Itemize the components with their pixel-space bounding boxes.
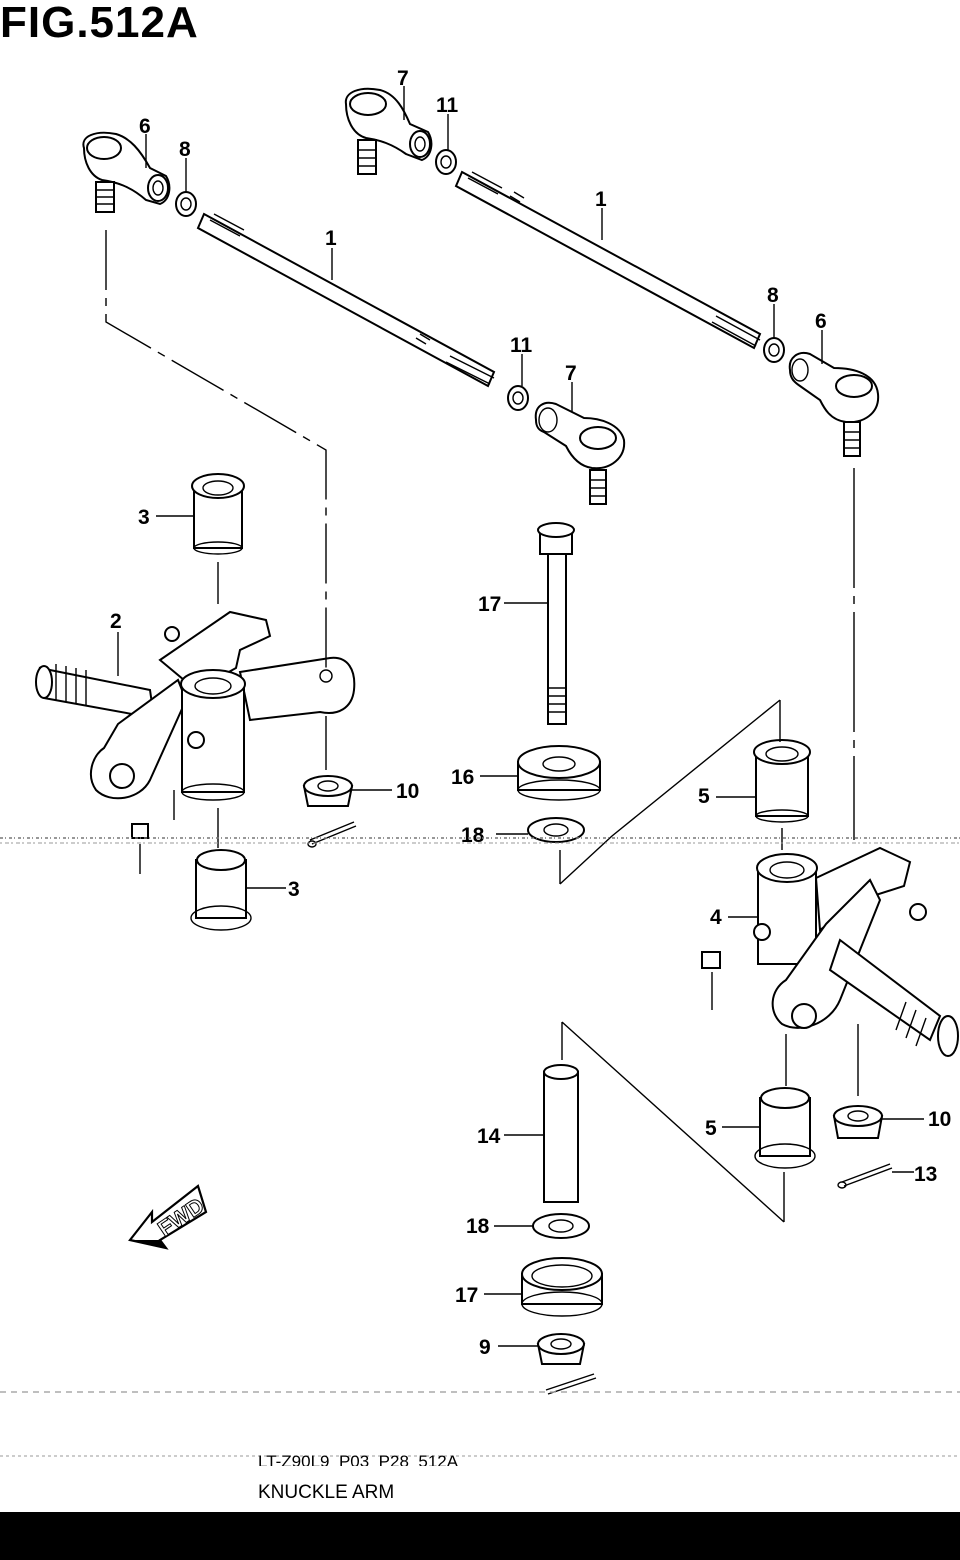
callout-15: 16 xyxy=(451,766,474,789)
nut-10-right xyxy=(832,1105,884,1139)
callout-17: 18 xyxy=(461,824,485,847)
callout-17: 18 xyxy=(466,1215,490,1238)
callout-8: 8 xyxy=(179,138,191,161)
grease-nipple-18-left xyxy=(131,823,149,839)
figure-name: KNUCKLE ARM xyxy=(258,1482,395,1503)
callout-10: 10 xyxy=(396,780,419,803)
tie-rod-end-6-left xyxy=(82,131,171,213)
tie-rod-1-left xyxy=(196,212,496,388)
callout-7: 7 xyxy=(397,67,409,90)
knuckle-4 xyxy=(753,846,959,1057)
washer-17-upper xyxy=(527,817,585,843)
callout-14: 14 xyxy=(477,1125,501,1148)
callout-1: 1 xyxy=(595,188,607,211)
tie-rod-end-6-right xyxy=(788,352,880,457)
callout-4: 4 xyxy=(710,906,722,929)
figure-title: FIG.512A xyxy=(0,0,199,47)
figure-code: LT-Z90L9_P03_P28_512A xyxy=(258,1452,459,1466)
callout-11: 11 xyxy=(436,94,459,117)
tie-rod-end-7-right xyxy=(344,87,433,175)
callout-7: 7 xyxy=(565,362,577,385)
callout-8: 8 xyxy=(767,284,779,307)
assembly-lines xyxy=(105,230,859,1223)
bolt-16 xyxy=(537,522,575,725)
callout-5: 5 xyxy=(705,1117,717,1140)
nut-8-left xyxy=(175,191,197,217)
callout-6: 6 xyxy=(815,310,827,333)
grease-nipple-18-right xyxy=(701,951,721,969)
tie-rod-end-7-left xyxy=(534,401,626,505)
tie-rod-1-right xyxy=(454,170,762,350)
bushing-5-upper xyxy=(753,739,811,823)
bushing-15-lower xyxy=(521,1257,603,1317)
leader-lines xyxy=(117,86,924,1347)
bushing-3-lower xyxy=(190,849,252,931)
washer-17-lower xyxy=(532,1213,590,1239)
bushing-3-upper xyxy=(191,473,245,555)
exploded-view: FWD 6 8 1 7 11 1 8 6 11 7 3 2 17 16 10 1… xyxy=(0,67,960,1457)
bottom-bar xyxy=(0,1512,960,1560)
fwd-arrow: FWD xyxy=(128,1184,209,1250)
knuckle-arm-2 xyxy=(35,610,356,801)
scan-noise xyxy=(0,837,960,1457)
callout-labels: 6 8 1 7 11 1 8 6 11 7 3 2 17 16 10 18 3 … xyxy=(110,67,951,1359)
cotter-pin-12-upper xyxy=(307,821,357,848)
nut-9 xyxy=(536,1333,586,1365)
callout-15: 17 xyxy=(455,1284,478,1307)
callout-3: 3 xyxy=(288,878,300,901)
pin-14 xyxy=(543,1064,579,1203)
callout-6: 6 xyxy=(139,115,151,138)
callout-2: 2 xyxy=(110,610,122,633)
bushing-15-upper xyxy=(517,745,601,801)
callout-3: 3 xyxy=(138,506,150,529)
callout-10: 10 xyxy=(928,1108,951,1131)
nut-8-right xyxy=(763,337,785,363)
callout-1: 1 xyxy=(325,227,337,250)
callout-11: 11 xyxy=(510,334,533,357)
nut-11-right xyxy=(435,149,457,175)
callout-9: 9 xyxy=(479,1336,491,1359)
cotter-pin-13 xyxy=(837,1163,893,1189)
callout-16: 17 xyxy=(478,593,501,616)
nut-10-left xyxy=(302,775,354,807)
nut-11-left xyxy=(507,385,529,411)
bushing-5-lower xyxy=(754,1087,816,1169)
callout-5: 5 xyxy=(698,785,710,808)
cotter-pin-12-lower xyxy=(545,1373,597,1395)
callout-13: 13 xyxy=(914,1163,937,1186)
